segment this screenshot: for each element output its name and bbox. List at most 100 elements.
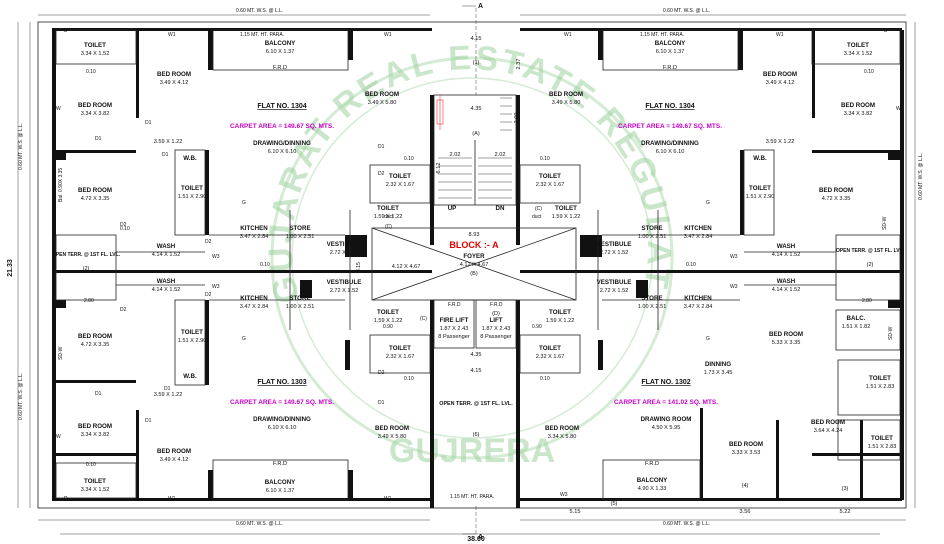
drawing-label: DRAWING/DINNING xyxy=(641,140,699,147)
toilet-a-label: TOILET xyxy=(84,42,106,49)
balcony-dim: 4.90 X 1.33 xyxy=(638,486,667,492)
stair-tag-1: (1) xyxy=(473,60,480,66)
opening-tags: D D1 D1 D1 D1 D2 D2 D2 D2 D2 D2 D1 D1 D1… xyxy=(56,28,901,502)
window1-tag: W1 xyxy=(564,32,572,38)
ws-right-top: 0.60 MT. W.S. @ L.L. xyxy=(918,153,924,200)
toilet-c-label: TOILET xyxy=(389,345,411,352)
bottom-dim-3: 5.22 xyxy=(840,509,851,515)
window-tag: W xyxy=(56,434,61,440)
door2-tag: D2 xyxy=(120,307,127,313)
overall-height: 21.33 xyxy=(7,259,14,277)
thk-tag: 0.10 xyxy=(686,262,696,268)
balcony-dim: 6.10 X 1.37 xyxy=(266,49,295,55)
bed-a-label: BED ROOM xyxy=(157,71,191,78)
gate-tag: G xyxy=(706,200,710,206)
thk-tag: 0.10 xyxy=(86,69,96,75)
kitchen-label: KITCHEN xyxy=(684,225,712,232)
dim-315: 3.15 xyxy=(356,262,362,272)
thk-tag: 0.10 xyxy=(404,376,414,382)
stair-dim-2: 2.00 xyxy=(514,113,520,124)
drawing-dim: 4.50 X 5.95 xyxy=(652,425,681,431)
bed-d-label: BED ROOM xyxy=(819,187,853,194)
thk-tag: 0.10 xyxy=(864,69,874,75)
lift-tag: (D) xyxy=(492,311,500,317)
window3-tag: W3 xyxy=(730,284,738,290)
flat-1302-right: WASH 4.14 X 1.52 KITCHEN 3.47 X 2.84 STO… xyxy=(536,278,897,515)
foyer-dim: 4.12 X 4.67 xyxy=(460,262,489,268)
bed-c-label: BED ROOM xyxy=(811,419,845,426)
passage-dim: 3.59 X 1.22 xyxy=(154,392,183,398)
balcony-label: BALCONY xyxy=(637,477,668,484)
toilet-b-label: TOILET xyxy=(181,185,203,192)
thk-tag: 0.10 xyxy=(260,262,270,268)
stair-dim-5: 6.12 xyxy=(436,163,442,174)
door1-tag: D1 xyxy=(378,400,385,406)
thk-tag: 0.10 xyxy=(540,156,550,162)
bed-b-label: BED ROOM xyxy=(78,423,112,430)
ws-top-right: 0.60 MT. W.S. @ L.L. xyxy=(663,8,710,14)
balcony-dim: 6.10 X 1.37 xyxy=(266,488,295,494)
foyer-side-left: 4.12 X 4.67 xyxy=(392,264,421,270)
bed-a-dim: 3.34 X 5.80 xyxy=(548,434,577,440)
window1-tag: W1 xyxy=(776,32,784,38)
door-tag: D xyxy=(64,496,68,502)
ws-bottom-left: 0.60 MT. W.S. @ L.L. xyxy=(236,521,283,527)
toilet-a-label: TOILET xyxy=(84,478,106,485)
window1-tag: W1 xyxy=(384,32,392,38)
section-line xyxy=(462,5,477,535)
ws-top-left: 0.60 MT. W.S. @ L.L. xyxy=(236,8,283,14)
door-tag: D xyxy=(884,28,888,34)
window3-tag: W3 xyxy=(730,254,738,260)
duct-dim-left: 0.90 xyxy=(383,324,393,330)
toilet-b-dim: 1.51 X 2.90 xyxy=(178,194,207,200)
window-tag: W xyxy=(896,106,901,112)
lift-label: LIFT xyxy=(489,317,502,324)
duct-right-top: duct xyxy=(532,214,542,220)
bed-c-dim: 3.49 X 5.80 xyxy=(368,100,397,106)
core-frd-left: F.R.D xyxy=(448,302,461,308)
core-open-terrace-tag: (6) xyxy=(473,432,480,438)
bed-b-label: BED ROOM xyxy=(78,102,112,109)
vestibule-label: VESTIBULE xyxy=(597,279,632,286)
ws-left-top: 0.60 MT. W.S. @ L.L. xyxy=(18,123,24,170)
toilet-d-dim: 1.59 X 1.22 xyxy=(374,214,403,220)
section-marker-top: A xyxy=(478,3,483,10)
drawing-label: DRAWING/DINNING xyxy=(253,140,311,147)
toilet-c-label: TOILET xyxy=(539,173,561,180)
stair-dim-9: 2.37 xyxy=(516,59,522,70)
gate-tag: G xyxy=(242,336,246,342)
drawing-dim: 6.10 X 6.10 xyxy=(268,425,297,431)
wb-label: W.B. xyxy=(183,373,197,380)
stair-dim-3: 2.02 xyxy=(450,152,461,158)
lift-dim: 1.87 X 2.43 xyxy=(482,326,511,332)
bottom-dim-2: 3.56 xyxy=(740,509,751,515)
tag-c-top-left: (C) xyxy=(385,224,392,230)
bed-a-dim: 3.49 X 4.12 xyxy=(160,80,189,86)
carpet-area: CARPET AREA = 149.67 SQ. MTS. xyxy=(230,123,334,130)
flat-no: FLAT NO. 1303 xyxy=(257,379,306,386)
toilet-c-label: TOILET xyxy=(389,173,411,180)
bed-d-dim: 4.72 X 3.35 xyxy=(822,196,851,202)
bed-c-dim: 3.49 X 5.80 xyxy=(552,100,581,106)
bed-b-dim: 3.34 X 3.82 xyxy=(81,432,110,438)
drawing-dim: 6.10 X 6.10 xyxy=(268,149,297,155)
partitions xyxy=(55,29,901,501)
sdw-tag: SD-W xyxy=(58,346,64,360)
kitchen-dim: 3.47 X 2.84 xyxy=(240,304,269,310)
window1-tag: W1 xyxy=(168,32,176,38)
window1-tag: W1 xyxy=(168,496,176,502)
store-dim: 1.00 X 2.51 xyxy=(638,304,667,310)
bed-b-label: BED ROOM xyxy=(841,102,875,109)
thk-tag: 0.10 xyxy=(540,376,550,382)
toilet-a-label: TOILET xyxy=(869,375,891,382)
toilet-b-label: TOILET xyxy=(181,329,203,336)
balc-small-label: BALC. xyxy=(847,315,866,322)
bed-c-label: BED ROOM xyxy=(549,91,583,98)
wash-dim: 4.14 X 1.52 xyxy=(152,287,181,293)
bed-d-label: BED ROOM xyxy=(78,333,112,340)
wb-label: W.B. xyxy=(753,155,767,162)
duct-dim-right: 0.90 xyxy=(532,324,542,330)
fire-lift-cap: 8 Passenger xyxy=(438,334,470,340)
ws-left-bottom: 0.60 MT. W.S. @ L.L. xyxy=(18,373,24,420)
